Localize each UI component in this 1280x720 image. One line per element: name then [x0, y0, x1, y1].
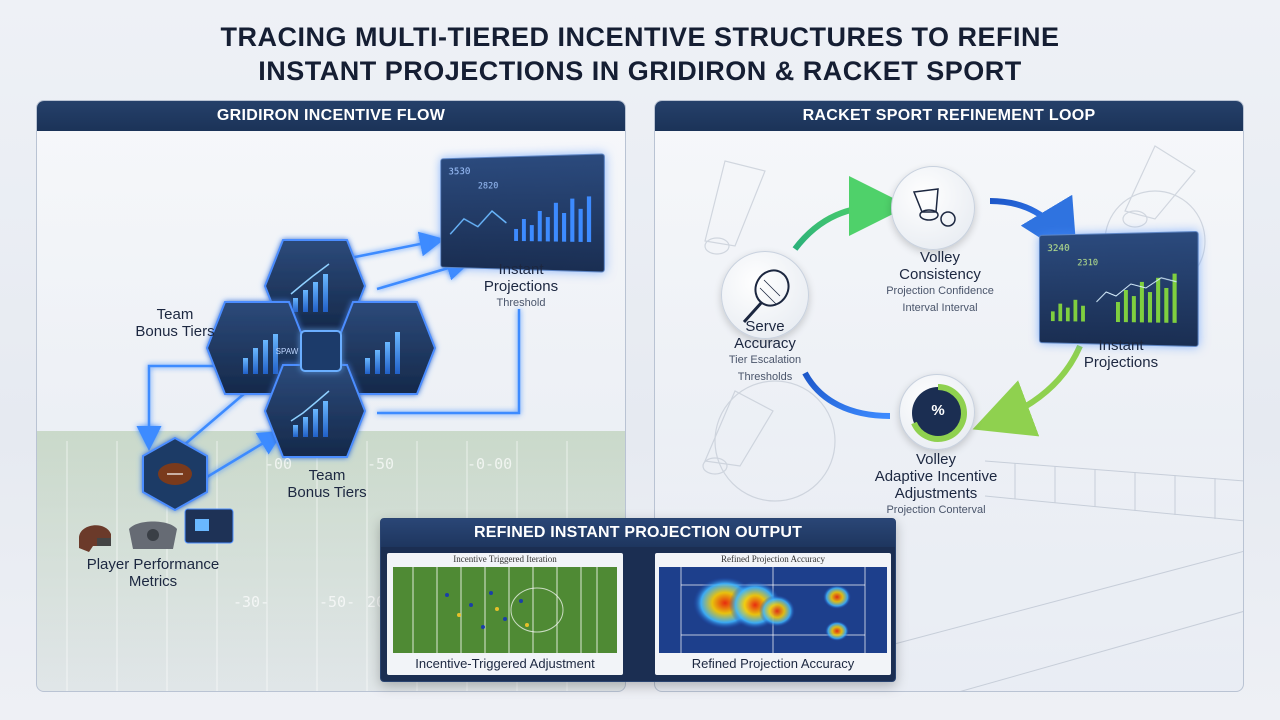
volley-consistency-label: Volley Consistency Projection Confidence…: [855, 249, 1025, 317]
gridiron-output-caption: Incentive-Triggered Adjustment: [415, 656, 595, 671]
label-subline: Projection Conterval: [886, 504, 986, 516]
output-header: REFINED INSTANT PROJECTION OUTPUT: [381, 519, 895, 547]
label-line: Team: [308, 467, 346, 484]
gridiron-field-map: [393, 567, 617, 653]
label-line: Team: [156, 306, 194, 323]
racket-heatmap: [659, 567, 887, 653]
racket-panel-header: RACKET SPORT REFINEMENT LOOP: [655, 101, 1243, 131]
field-number: -50-: [319, 593, 355, 611]
player-metrics-label: Player Performance Metrics: [63, 556, 243, 590]
label-subline: Interval Interval: [902, 302, 978, 314]
title-line-2: INSTANT PROJECTIONS IN GRIDIRON & RACKET…: [258, 56, 1022, 86]
serve-accuracy-label: Serve Accuracy Tier Escalation Threshold…: [705, 318, 825, 386]
percent-gauge-icon: [911, 384, 967, 442]
helmet-icon: [79, 525, 111, 552]
field-number: -50: [367, 455, 394, 473]
label-line: Projections: [483, 278, 559, 295]
label-line: Metrics: [128, 573, 178, 590]
arc-adaptive-to-serve: [802, 371, 891, 419]
field-number: -30-: [233, 593, 269, 611]
tablet-icon: [184, 508, 234, 544]
label-line: Accuracy: [734, 335, 796, 352]
label-subline: Tier Escalation: [728, 354, 802, 366]
arc-serve-to-volley: [792, 176, 909, 251]
center-hex-label: SPAW: [275, 347, 299, 356]
projection-monitor: 3530 2820: [440, 153, 605, 273]
label-line: Instant: [498, 261, 544, 278]
hex-right: [333, 301, 437, 395]
volley-adaptive-label: Volley Adaptive Incentive Adjustments Pr…: [851, 451, 1021, 519]
label-line: Adjustments: [894, 485, 978, 502]
field-number: -00: [265, 455, 292, 473]
page-title: TRACING MULTI-TIERED INCENTIVE STRUCTURE…: [0, 20, 1280, 88]
label-subline: Projection Confidence: [886, 285, 994, 297]
instant-projections-label: Instant Projections Threshold: [461, 261, 581, 312]
volley-node: [891, 166, 975, 250]
adaptive-node: %: [899, 374, 975, 450]
label-line: Consistency: [899, 266, 981, 283]
percent-symbol: %: [931, 402, 945, 419]
serve-node: [721, 251, 809, 339]
football-hex: [142, 436, 208, 512]
gridiron-panel: GRIDIRON INCENTIVE FLOW: [36, 100, 626, 692]
label-line: Adaptive Incentive: [874, 468, 998, 485]
racket-output-caption: Refined Projection Accuracy: [691, 656, 855, 671]
label-line: Instant: [1098, 337, 1144, 354]
hex-bottom: [263, 364, 367, 458]
team-bonus-tiers-label-bottom: Team Bonus Tiers: [267, 467, 387, 501]
gridiron-mini-caption: Incentive Triggered Iteration: [453, 554, 557, 564]
label-line: Bonus Tiers: [135, 323, 215, 340]
team-bonus-tiers-label-top: Team Bonus Tiers: [115, 306, 235, 340]
field-number: -0-00: [467, 455, 512, 473]
gridiron-panel-header: GRIDIRON INCENTIVE FLOW: [37, 101, 625, 131]
arrow-ball-to-hex: [176, 392, 246, 452]
arrow-hex-to-projections: [376, 256, 472, 291]
racket-monitor-chart: [1050, 273, 1200, 323]
refined-output-panel: REFINED INSTANT PROJECTION OUTPUT Incent…: [380, 518, 896, 682]
monitor-chart: [441, 196, 592, 243]
label-line: Volley: [919, 249, 961, 266]
label-line: Volley: [915, 451, 957, 468]
arc-instant-to-adaptive: [972, 344, 1083, 437]
gridiron-output-card: Incentive Triggered Iteration Incentive-…: [387, 553, 623, 675]
shuttlecock-ball-icon: [912, 188, 956, 227]
arrow-tiers-to-ball: [136, 364, 225, 451]
label-subline: Thresholds: [737, 371, 793, 383]
instant-projections-right-label: Instant Projections: [1061, 337, 1181, 371]
racket-output-card: Refined Projection Accuracy: [655, 553, 891, 675]
racket-mini-caption: Refined Projection Accuracy: [721, 554, 825, 564]
label-line: Serve: [745, 318, 785, 335]
racket-projection-monitor: 3240 2310: [1038, 230, 1200, 348]
thresholds-label: Threshold: [496, 297, 546, 309]
racket-icon: [742, 269, 790, 324]
label-line: Projections: [1083, 354, 1159, 371]
arrow-return-loop: [377, 309, 521, 415]
label-line: Player Performance: [86, 556, 220, 573]
hex-center: [300, 330, 342, 372]
label-line: Bonus Tiers: [287, 484, 367, 501]
shuttlecock-decorations: [702, 145, 1206, 502]
title-line-1: TRACING MULTI-TIERED INCENTIVE STRUCTURE…: [220, 22, 1060, 52]
shoulder-pads-icon: [129, 521, 177, 549]
